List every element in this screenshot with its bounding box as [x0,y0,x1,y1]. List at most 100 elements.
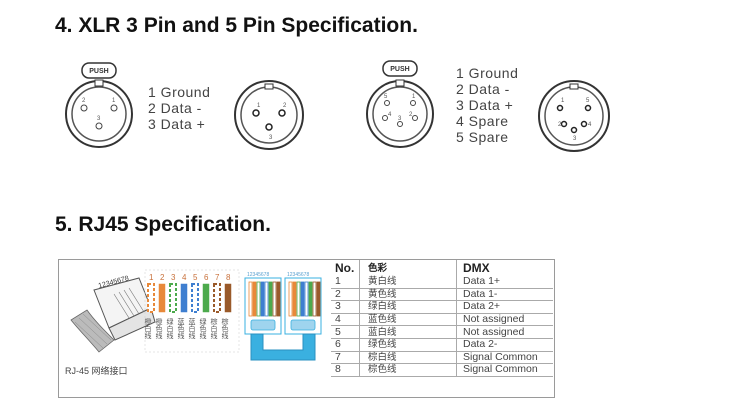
xlr5-pin-item: 1 Ground [456,65,519,81]
wire-vertical-label: 蓝白线 [188,317,196,339]
wire-vertical-label: 蓝色线 [177,317,185,339]
wire [158,283,166,313]
xlr5-male-pin-label: 4 [588,122,592,128]
wire-color-cell: 蓝色线 [359,313,457,327]
xlr5-female-pin [382,115,388,121]
socket-wire [248,281,253,317]
xlr5-male-pin [580,120,588,128]
wire-vertical-label: 橙色线 [155,317,163,339]
wire [169,283,177,313]
socket-wire [316,281,321,317]
wire-vertical-label: 橙白线 [144,317,152,339]
wire-vertical-label: 绿白线 [166,317,174,339]
wire-color-cell: 绿色线 [359,338,457,352]
wire-vertical-label: 棕色线 [221,317,229,339]
xlr5-male-pin-label: 5 [586,98,590,104]
xlr3-male-pin-label: 3 [269,135,273,141]
socket-wire [268,281,273,317]
column-header-color: 色彩 [359,260,457,276]
xlr3-push-label: PUSH [89,68,108,75]
socket-top-label: 12345678 [287,272,309,278]
pin-number-cell: 1 [331,276,360,289]
wire-number: 2 [160,273,165,282]
xlr5-pin-item: 5 Spare [456,129,509,145]
socket-wire [264,281,269,317]
wire [202,283,210,313]
rj45-caption: RJ-45 网络接口 [65,366,128,376]
xlr5-female-pin [384,100,390,106]
socket-wire [252,281,257,317]
xlr5-male-pin [556,104,564,112]
xlr5-male-pin [560,120,568,128]
pin-number-cell: 8 [331,363,360,377]
wire-color-cell: 棕白线 [359,351,457,365]
wire-number: 6 [204,273,209,282]
socket-wire [304,281,309,317]
dmx-function-cell: Signal Common [456,363,553,377]
socket-wire [272,281,277,317]
wire [224,283,232,313]
xlr3-female-pin-label: 2 [82,98,86,104]
xlr3-male-pin [252,109,260,117]
dmx-function-cell: Not assigned [456,325,553,339]
socket-top-label: 12345678 [247,272,269,278]
dmx-function-cell: Signal Common [456,351,553,365]
xlr5-female-pin-label: 4 [388,112,392,118]
xlr3-pin-item: 3 Data + [148,116,206,132]
xlr-section-heading: 4. XLR 3 Pin and 5 Pin Specification. [55,14,418,37]
socket-wire [300,281,305,317]
xlr5-pin-item: 4 Spare [456,113,509,129]
column-header-no: No. [331,260,360,276]
pin-number-cell: 6 [331,338,360,352]
xlr3-pin-item: 2 Data - [148,100,202,116]
dmx-function-cell: Data 2+ [456,300,553,314]
column-header-dmx: DMX [463,260,490,275]
wire [180,283,188,313]
xlr5-female-pin [410,100,416,106]
wire-number: 4 [182,273,187,282]
xlr3-pin-list: 1 Ground 2 Data - 3 Data + [148,84,210,132]
socket-wire [292,281,297,317]
xlr5-pin-list: 1 Ground 2 Data - 3 Data + 4 Spare 5 Spa… [456,65,518,145]
socket-wire [296,281,301,317]
xlr5-pin-item: 3 Data + [456,97,514,113]
xlr3-female-pin-label: 3 [97,116,101,122]
xlr5-male-pin [570,126,578,134]
xlr3-male-pin [265,123,273,131]
wire-color-cell: 蓝白线 [359,325,457,339]
wire [147,283,155,313]
pin-number-cell: 7 [331,351,360,365]
dmx-function-cell: Not assigned [456,313,553,327]
xlr5-female-pin-label: 3 [398,116,402,122]
socket-wire [308,281,313,317]
xlr5-female-pin [412,115,418,121]
dmx-function-cell: Data 1- [456,288,553,302]
wire-number: 1 [149,273,154,282]
xlr3-female-pin [110,104,118,112]
wire-color-cell: 棕色线 [359,363,457,377]
pin-number-cell: 3 [331,300,360,314]
wire-number: 7 [215,273,220,282]
rj45-section-heading: 5. RJ45 Specification. [55,213,271,236]
xlr5-pin-item: 2 Data - [456,81,510,97]
wire-color-cell: 黄白线 [359,276,457,289]
xlr3-female-pin [95,122,103,130]
socket-wire [276,281,281,317]
rj45-plug-contacts [113,287,145,319]
xlr3-male-pin-label: 1 [257,103,261,109]
dmx-function-cell: Data 1+ [456,276,553,289]
table-header-row: No. 色彩 DMX [331,260,553,276]
xlr5-push-label: PUSH [390,66,409,73]
socket-wire [288,281,293,317]
xlr5-male-pin-label: 1 [561,98,565,104]
socket-wire [260,281,265,317]
